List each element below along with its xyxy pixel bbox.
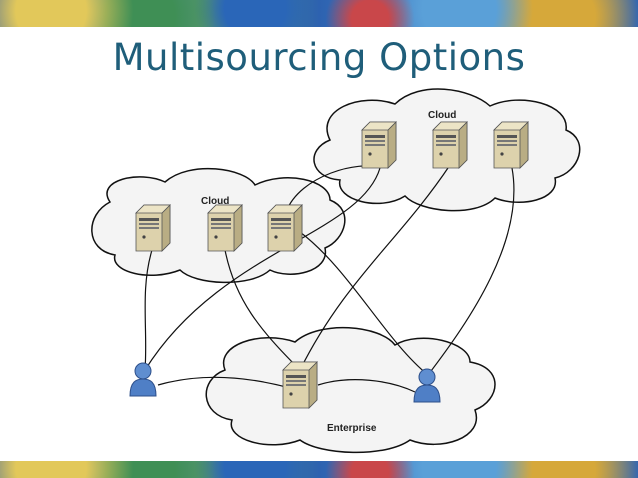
server-icon <box>267 204 303 252</box>
user-icon <box>129 362 157 397</box>
enterprise-cloud-shape <box>205 326 496 454</box>
cloud-top-right-label: Cloud <box>428 110 456 121</box>
link-left-server1-to-user-left <box>144 249 153 371</box>
link-enterprise-server-to-user-right <box>317 379 416 393</box>
server-icon <box>432 121 468 169</box>
server-icon <box>361 121 397 169</box>
link-tr-server3-to-user-right <box>427 167 515 376</box>
link-left-server3-to-user-right <box>299 231 429 376</box>
link-tr-server2-to-enterprise-server <box>299 164 451 371</box>
top-decorative-band <box>0 0 638 27</box>
cloud-left-label: Cloud <box>201 196 229 207</box>
server-icon <box>207 204 243 252</box>
link-left-server2-to-enterprise-server <box>224 249 301 371</box>
server-icon <box>282 361 318 409</box>
server-icon <box>493 121 529 169</box>
server-icon <box>135 204 171 252</box>
link-user-left-to-enterprise-server <box>157 376 291 389</box>
enterprise-cloud-label: Enterprise <box>327 423 377 434</box>
slide-title: Multisourcing Options <box>112 36 526 79</box>
bottom-decorative-band <box>0 461 638 478</box>
